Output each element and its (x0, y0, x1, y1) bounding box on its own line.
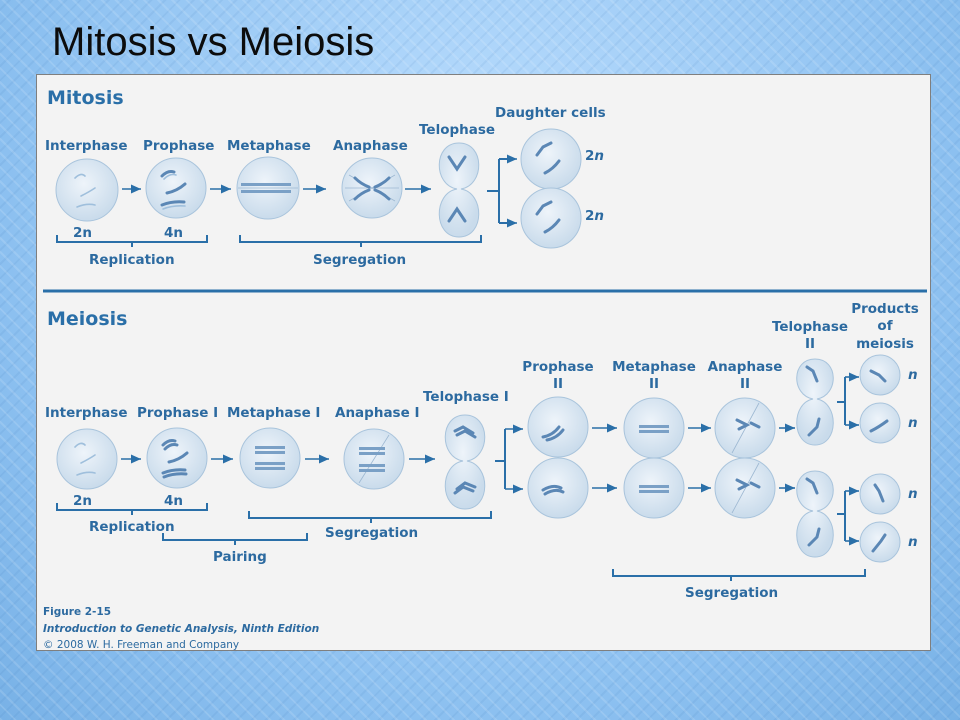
mitosis-prophase-cell (145, 157, 207, 219)
mitosis-label-daughter-cells: Daughter cells (495, 105, 606, 121)
mitosis-segregation-bracket (239, 235, 482, 247)
mitosis-metaphase-cell (236, 156, 300, 220)
meiosis-telophase1-cell (444, 414, 486, 510)
product-4-ploidy: n (908, 534, 918, 550)
figure-panel: Mitosis Interphase Prophase Metaphase An… (36, 74, 931, 651)
meiosis-label-interphase: Interphase (45, 405, 127, 421)
meiosis-label-telophase2-line2: II (805, 336, 815, 352)
meiosis-anaphase2-cell-top (714, 397, 776, 459)
mitosis-label-telophase: Telophase (419, 122, 495, 138)
meiosis-label-prophase2-line2: II (553, 376, 563, 392)
product-1-ploidy: n (908, 367, 918, 383)
meiosis-anaphase1-cell (343, 428, 405, 490)
caption-copyright: © 2008 W. H. Freeman and Company (43, 639, 239, 651)
mitosis-daughter-cell-bottom (520, 187, 582, 249)
mitosis-ploidy-interphase: 2n (73, 225, 92, 241)
meiosis-product-cell-1 (859, 354, 901, 396)
meiosis-label-telophase2-line1: Telophase (772, 319, 848, 335)
meiosis-label-telophase1: Telophase I (423, 389, 509, 405)
meiosis-product-cell-4 (859, 521, 901, 563)
meiosis-label-pairing: Pairing (213, 549, 267, 565)
meiosis-label-metaphase2-line1: Metaphase (612, 359, 696, 375)
mitosis-telophase-cell (438, 142, 480, 238)
meiosis-anaphase2-cell-bottom (714, 457, 776, 519)
meiosis-branch-2 (837, 377, 846, 425)
meiosis-label-products-line3: meiosis (856, 336, 914, 352)
meiosis-prophase1-cell (146, 427, 208, 489)
product-2-ploidy: n (908, 415, 918, 431)
meiosis-label-prophase1: Prophase I (137, 405, 218, 421)
mitosis-meiosis-diagram: Mitosis Interphase Prophase Metaphase An… (43, 87, 927, 651)
mitosis-replication-bracket (56, 235, 208, 247)
meiosis-label-anaphase2-line1: Anaphase (708, 359, 783, 375)
meiosis-ploidy-interphase: 2n (73, 493, 92, 509)
mitosis-ploidy-prophase: 4n (164, 225, 183, 241)
meiosis-prophase2-cell-top (527, 396, 589, 458)
mitosis-label-metaphase: Metaphase (227, 138, 311, 154)
meiosis-branch-3 (837, 491, 846, 541)
mitosis-branch (487, 158, 515, 224)
meiosis-heading: Meiosis (47, 308, 128, 330)
meiosis-pairing-bracket (162, 533, 308, 545)
meiosis-label-replication: Replication (89, 519, 175, 535)
mitosis-label-prophase: Prophase (143, 138, 214, 154)
meiosis-label-anaphase1: Anaphase I (335, 405, 419, 421)
meiosis-label-segregation-1: Segregation (325, 525, 418, 541)
meiosis-telophase2-cell-bottom (796, 470, 834, 558)
meiosis-label-products-line2: of (877, 318, 892, 334)
meiosis-telophase2-cell-top (796, 358, 834, 446)
meiosis-product-cell-3 (859, 473, 901, 515)
mitosis-heading: Mitosis (47, 87, 124, 109)
mitosis-daughter-cell-top (520, 128, 582, 190)
meiosis-interphase-cell (56, 428, 118, 490)
mitosis-interphase-cell (55, 158, 119, 222)
meiosis-metaphase2-cell-bottom (623, 457, 685, 519)
meiosis-label-metaphase1: Metaphase I (227, 405, 320, 421)
meiosis-segregation2-bracket (612, 569, 866, 581)
mitosis-label-anaphase: Anaphase (333, 138, 408, 154)
product-3-ploidy: n (908, 486, 918, 502)
meiosis-label-products-line1: Products (851, 301, 919, 317)
meiosis-metaphase2-cell-top (623, 397, 685, 459)
meiosis-replication-bracket (56, 503, 208, 515)
meiosis-metaphase1-cell (239, 427, 301, 489)
caption-figure: Figure 2-15 (43, 606, 111, 618)
meiosis-prophase2-cell-bottom (527, 457, 589, 519)
meiosis-label-metaphase2-line2: II (649, 376, 659, 392)
meiosis-label-segregation-2: Segregation (685, 585, 778, 601)
meiosis-label-anaphase2-line2: II (740, 376, 750, 392)
mitosis-label-segregation: Segregation (313, 252, 406, 268)
caption-book: Introduction to Genetic Analysis, Ninth … (43, 623, 319, 635)
meiosis-segregation1-bracket (248, 511, 492, 523)
mitosis-label-interphase: Interphase (45, 138, 127, 154)
meiosis-label-prophase2-line1: Prophase (522, 359, 593, 375)
meiosis-ploidy-prophase: 4n (164, 493, 183, 509)
meiosis-product-cell-2 (859, 402, 901, 444)
daughter-top-ploidy: 2n (585, 148, 604, 164)
mitosis-label-replication: Replication (89, 252, 175, 268)
meiosis-branch-1 (495, 429, 506, 489)
mitosis-anaphase-cell (341, 157, 403, 219)
daughter-bottom-ploidy: 2n (585, 208, 604, 224)
slide-title: Mitosis vs Meiosis (52, 20, 375, 64)
